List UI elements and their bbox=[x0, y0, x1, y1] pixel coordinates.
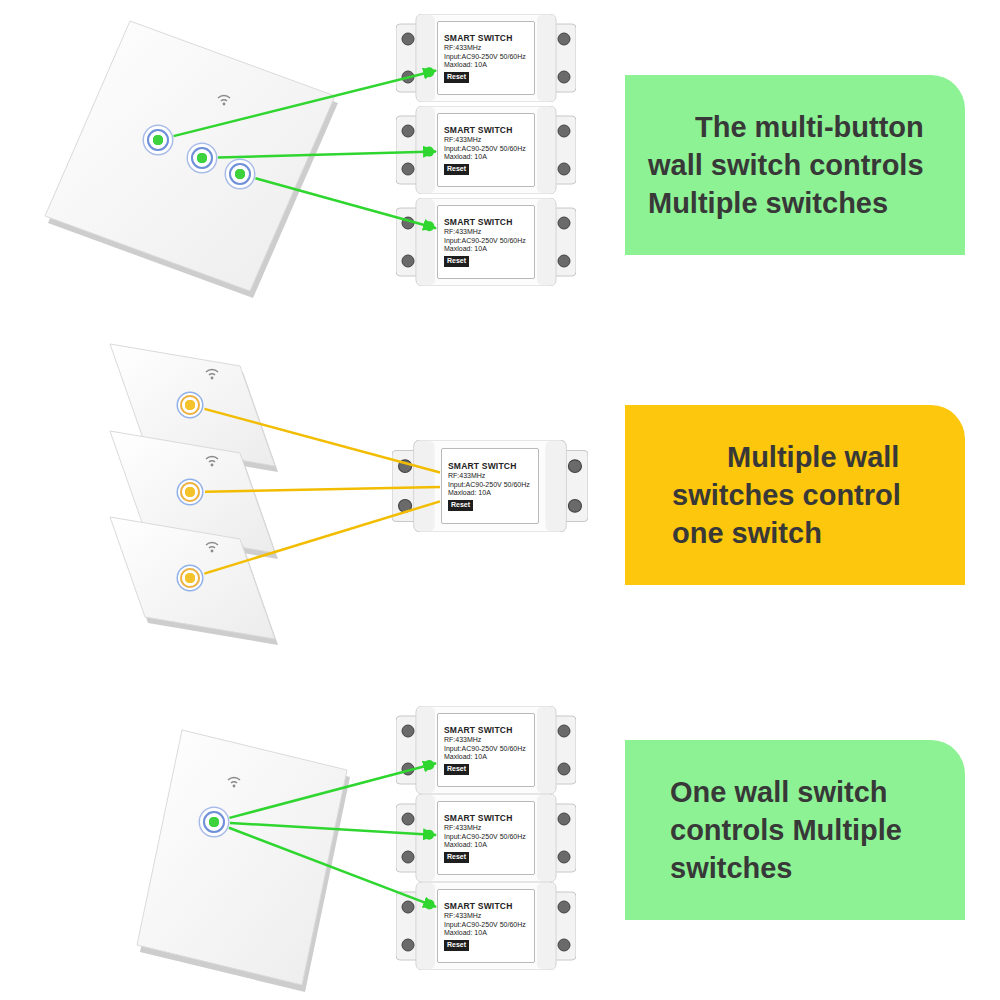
wall-switch-button bbox=[180, 482, 200, 502]
module-label: SMART SWITCHRF:433MHzInput:AC90-250V 50/… bbox=[437, 21, 535, 95]
module-title: SMART SWITCH bbox=[444, 217, 513, 228]
wall-switch-plate bbox=[45, 21, 338, 298]
connector bbox=[218, 147, 436, 158]
wifi-icon bbox=[218, 96, 230, 101]
reset-label: Reset bbox=[444, 72, 469, 82]
module-spec: Input:AC90-250V 50/60Hz bbox=[448, 481, 530, 490]
module-label: SMART SWITCHRF:433MHzInput:AC90-250V 50/… bbox=[441, 448, 539, 524]
connector-line bbox=[229, 828, 436, 907]
connector bbox=[204, 501, 440, 573]
reset-label: Reset bbox=[444, 256, 469, 266]
module-spec: Maxload: 10A bbox=[448, 489, 491, 498]
reset-label: Reset bbox=[444, 164, 469, 174]
smart-switch-module bbox=[396, 882, 576, 970]
module-spec: Maxload: 10A bbox=[444, 245, 487, 254]
module-title: SMART SWITCH bbox=[448, 461, 517, 472]
module-spec: RF:433MHz bbox=[444, 228, 481, 237]
wifi-icon bbox=[228, 778, 240, 783]
module-spec: Maxload: 10A bbox=[444, 841, 487, 850]
wall-switch-plate bbox=[110, 517, 278, 645]
module-label: SMART SWITCHRF:433MHzInput:AC90-250V 50/… bbox=[437, 713, 535, 787]
connector-line bbox=[218, 151, 436, 157]
smart-switch-module bbox=[396, 198, 576, 286]
caption-box: One wall switch controls Multiple switch… bbox=[625, 740, 965, 920]
wifi-dot bbox=[233, 785, 236, 788]
module-spec: RF:433MHz bbox=[444, 136, 481, 145]
connector-line bbox=[174, 71, 436, 137]
caption-text: Multiple wall switches control one switc… bbox=[672, 438, 945, 553]
caption-text: One wall switch controls Multiple switch… bbox=[670, 773, 945, 888]
smart-switch-module bbox=[396, 106, 576, 194]
wall-switch-button bbox=[147, 129, 169, 151]
connector bbox=[229, 760, 436, 818]
connector bbox=[174, 67, 436, 136]
module-spec: Input:AC90-250V 50/60Hz bbox=[444, 53, 526, 62]
smart-switch-module bbox=[396, 706, 576, 794]
module-spec: RF:433MHz bbox=[444, 824, 481, 833]
plate-face bbox=[137, 730, 347, 985]
reset-label: Reset bbox=[444, 940, 469, 950]
connector-line bbox=[204, 409, 440, 473]
module-title: SMART SWITCH bbox=[444, 725, 513, 736]
module-spec: RF:433MHz bbox=[444, 44, 481, 53]
reset-label: Reset bbox=[444, 852, 469, 862]
module-spec: Maxload: 10A bbox=[444, 929, 487, 938]
reset-label: Reset bbox=[444, 764, 469, 774]
wall-switch-button bbox=[203, 811, 225, 833]
caption-box: The multi-button wall switch controls Mu… bbox=[625, 75, 965, 255]
module-label: SMART SWITCHRF:433MHzInput:AC90-250V 50/… bbox=[437, 205, 535, 279]
smart-switch-module bbox=[392, 440, 588, 532]
connector bbox=[204, 409, 440, 473]
module-title: SMART SWITCH bbox=[444, 125, 513, 136]
connector bbox=[230, 823, 436, 840]
module-label: SMART SWITCHRF:433MHzInput:AC90-250V 50/… bbox=[437, 113, 535, 187]
module-spec: Input:AC90-250V 50/60Hz bbox=[444, 237, 526, 246]
module-spec: Input:AC90-250V 50/60Hz bbox=[444, 921, 526, 930]
module-title: SMART SWITCH bbox=[444, 33, 513, 44]
connector-line bbox=[229, 763, 436, 818]
module-label: SMART SWITCHRF:433MHzInput:AC90-250V 50/… bbox=[437, 889, 535, 963]
wall-switch-button bbox=[191, 147, 213, 169]
connector bbox=[229, 828, 436, 910]
caption-box: Multiple wall switches control one switc… bbox=[625, 405, 965, 585]
wifi-dot bbox=[211, 464, 214, 467]
caption-text: The multi-button wall switch controls Mu… bbox=[648, 108, 945, 223]
wall-switch-button bbox=[180, 395, 200, 415]
wifi-dot bbox=[211, 377, 214, 380]
module-title: SMART SWITCH bbox=[444, 813, 513, 824]
connector-line bbox=[230, 823, 436, 835]
wall-switch-button bbox=[229, 163, 251, 185]
wall-switch-button bbox=[180, 568, 200, 588]
module-spec: Maxload: 10A bbox=[444, 753, 487, 762]
wifi-dot bbox=[211, 550, 214, 553]
module-spec: Input:AC90-250V 50/60Hz bbox=[444, 745, 526, 754]
module-label: SMART SWITCHRF:433MHzInput:AC90-250V 50/… bbox=[437, 801, 535, 875]
module-spec: RF:433MHz bbox=[448, 472, 485, 481]
wifi-icon bbox=[206, 457, 218, 462]
wifi-icon bbox=[206, 370, 218, 375]
module-spec: RF:433MHz bbox=[444, 736, 481, 745]
module-spec: RF:433MHz bbox=[444, 912, 481, 921]
module-spec: Maxload: 10A bbox=[444, 61, 487, 70]
reset-label: Reset bbox=[448, 500, 473, 510]
wifi-dot bbox=[223, 103, 226, 106]
module-spec: Input:AC90-250V 50/60Hz bbox=[444, 833, 526, 842]
module-spec: Maxload: 10A bbox=[444, 153, 487, 162]
connector bbox=[255, 178, 436, 231]
plate-face bbox=[110, 517, 275, 639]
connector bbox=[205, 487, 440, 492]
connector-line bbox=[255, 178, 436, 228]
module-spec: Input:AC90-250V 50/60Hz bbox=[444, 145, 526, 154]
wifi-icon bbox=[206, 543, 218, 548]
connector-line bbox=[204, 501, 440, 573]
connector-line bbox=[205, 487, 440, 492]
module-title: SMART SWITCH bbox=[444, 901, 513, 912]
smart-switch-module bbox=[396, 794, 576, 882]
smart-switch-module bbox=[396, 14, 576, 102]
